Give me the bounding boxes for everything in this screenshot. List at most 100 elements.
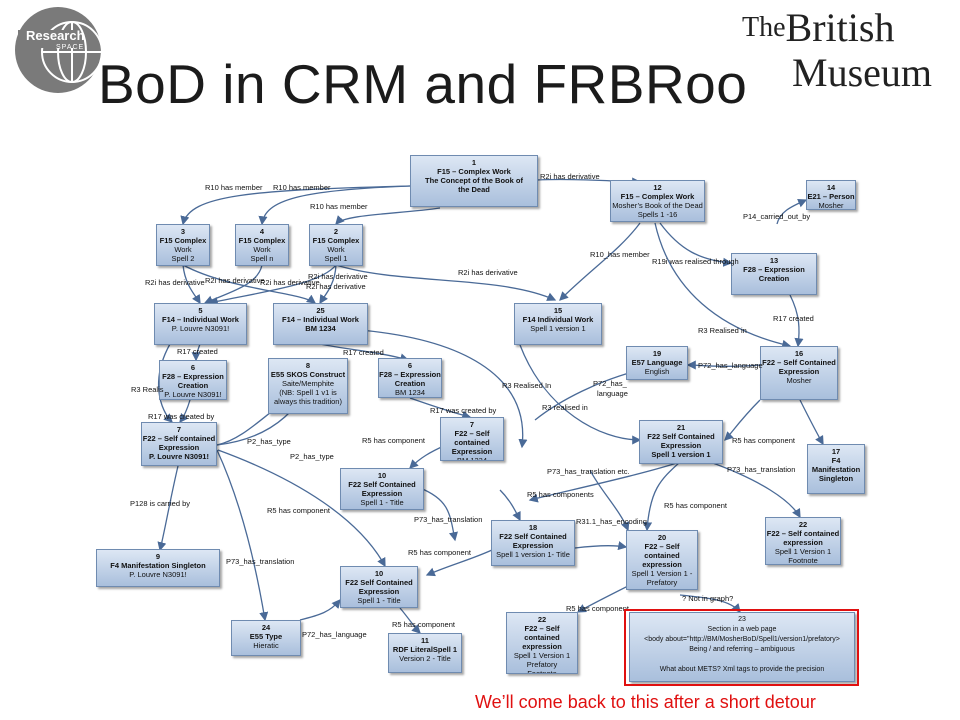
edge-label: R2i has derivative [308,272,368,281]
british-museum-logo: TheBritish Museum [742,8,932,100]
edge-label: P73_has_translation [226,557,295,566]
edge-lines [157,177,824,634]
edge-label: R3 Realised in [698,326,747,335]
node-line: 7 [469,420,475,429]
node-line: Expression [158,443,200,452]
edge [182,264,201,305]
edge [686,360,761,370]
edge [724,399,761,441]
node-line: F28 – Expression [379,370,441,379]
node-line: 4 [259,227,265,236]
edge [217,449,386,568]
node-line: Expression [512,541,554,550]
node-line: Work [327,245,345,254]
node-line: 1 [471,158,477,167]
node-line: P. Louvre N3091! [149,452,209,461]
node-line: 5 [198,306,203,315]
node-line: 6 [190,363,196,372]
node-line: BM 1234 [456,456,488,461]
node-line: What about METS? Xml tags to provide the… [659,666,825,673]
highlight-box [624,609,859,686]
node-line: contained [644,551,680,560]
edge-label: R2i has derivative [306,282,366,291]
edge [319,343,410,363]
node-line: Hieratic [253,641,279,650]
node-line: F4 [831,456,841,465]
edge-label: R31.1_has_encoding [576,517,647,526]
node-line: E55 Type [249,632,283,641]
edge [659,222,733,267]
node-line: Prefatory [526,660,558,669]
node-line: 13 [769,256,779,265]
edge [528,461,681,503]
edge [216,449,269,622]
edge [589,469,630,532]
edge [180,185,411,226]
node-line: F22 – Self contained [766,529,840,538]
node-line: F15 – Complex Work [437,167,511,176]
node-line: 17 [831,447,841,456]
node-line: always this tradition) [274,397,342,406]
edge-label: P72_has_language [302,630,367,639]
node-line: F22 Self Contained [499,532,567,541]
node-line: Expression [358,587,400,596]
slide-title: BoD in CRM and FRBRoo [98,53,748,115]
node-line: E55 SKOS Construct [270,370,346,379]
edge-label: ? Not in graph? [682,594,734,603]
edge-label: language [597,389,628,398]
node-line: The Concept of the Book of [425,176,523,185]
node-line: F22 Self Contained [647,432,715,441]
node-line: F22 – Self contained [454,429,490,447]
node-line: F4 Manifestation Singleton [110,561,206,570]
edge [335,207,441,225]
node-line: F15 – Complex Work [620,192,695,201]
edge [499,489,521,522]
edge-label: P72_has_ [593,379,627,388]
edge-label: R10 has member [205,183,263,192]
node-line: F14 – Individual Work [282,315,359,324]
node-line: F15 Complex [238,236,286,245]
edge [654,222,792,349]
node-line: BM 1234 [305,324,336,333]
node-line: Section in a web page [707,626,777,633]
node-line: F14 Individual Work [522,315,594,324]
node-line: 3 [180,227,186,236]
node-line: Footnote [527,669,557,674]
node-line: F22 Self Contained [348,480,416,489]
node-line: F22 – Self [644,542,680,551]
edge-label: R3 realised in [542,403,588,412]
node-line: F15 Complex [159,236,207,245]
node-line: E21 – Person [807,192,855,201]
node-line: F28 – Expression [743,265,805,274]
edge [574,541,628,551]
edge-label: R17 created [343,348,384,357]
node-line: Spell 2 [171,254,195,263]
node-line: RDF LiteralSpell 1 [392,645,458,654]
node-line: expression [522,642,562,651]
node-line: F15 Complex [312,236,360,245]
node-line: P. Louvre N3091! [129,570,187,579]
edge-label: R17 was created by [148,412,215,421]
node-line: Prefatory [646,578,678,587]
edge-label: P14_carried_out_by [743,212,811,221]
edge [519,344,642,445]
edge [359,329,528,449]
edge-label: R17 created [773,314,814,323]
edge-label: R2i has derivative [145,278,205,287]
node-line: Expression [660,441,702,450]
edge [776,198,808,225]
node-line: Spell 1 - Title [357,596,401,605]
